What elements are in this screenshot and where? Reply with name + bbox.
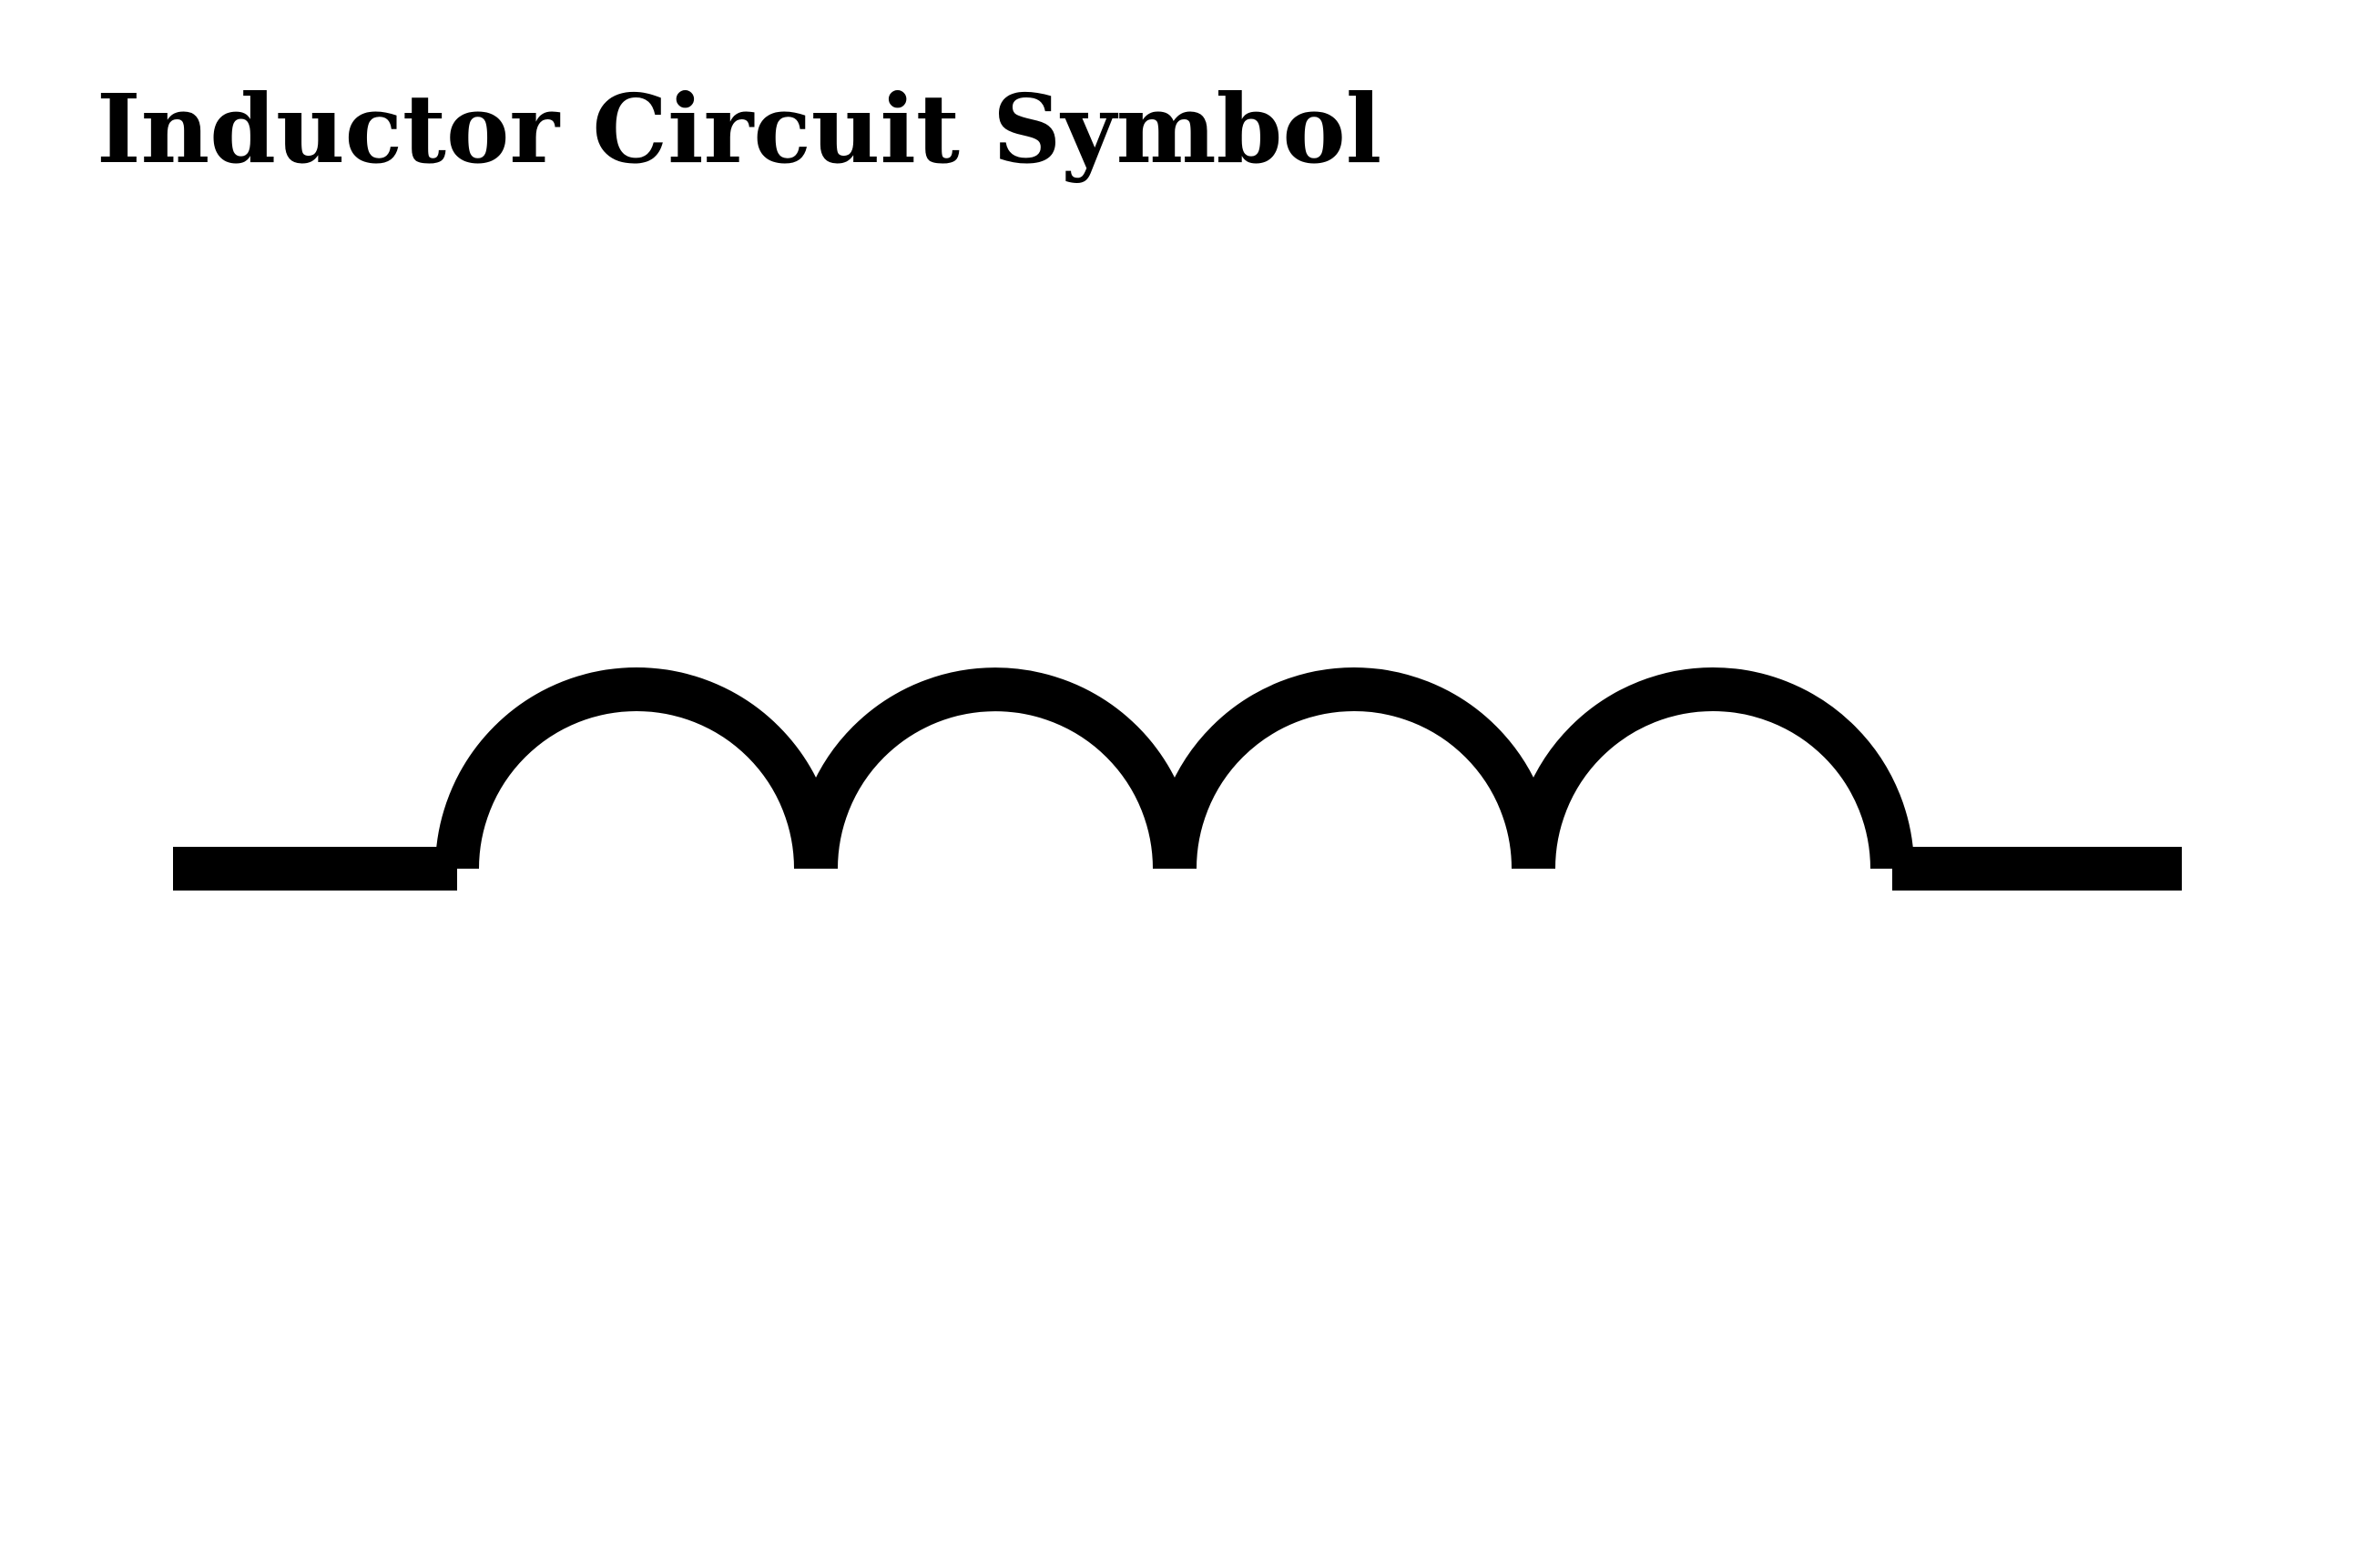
coil-loop-3: [1153, 667, 1555, 870]
coil-loop-2: [794, 667, 1197, 870]
page-title: Inductor Circuit Symbol: [97, 73, 1382, 185]
coil-loop-4: [1512, 667, 1914, 870]
inductor-symbol: [173, 667, 2182, 891]
coil-loop-1: [435, 667, 838, 870]
